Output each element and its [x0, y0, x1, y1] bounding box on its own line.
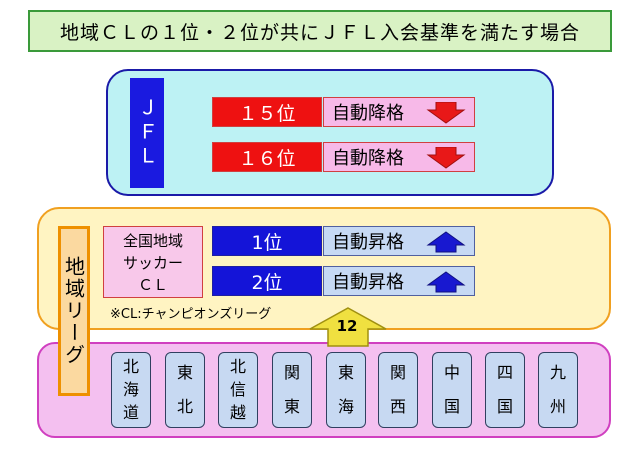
advancement-count: 12: [336, 317, 358, 335]
league-hokkaido: 北 海 道: [111, 352, 151, 428]
cl-rank-2: 2位: [212, 266, 322, 296]
league-char: 九: [549, 363, 566, 382]
jfl-action-relegation-2: 自動降格: [323, 142, 475, 172]
league-char: 州: [549, 397, 566, 416]
league-char: 国: [496, 397, 513, 416]
league-char: 西: [389, 397, 406, 416]
league-char: 東: [337, 363, 354, 382]
league-tokai: 東 海: [326, 352, 366, 428]
regional-league-label: 地域リーグ: [58, 226, 90, 396]
league-char: 海: [122, 379, 139, 399]
page-title: 地域ＣＬの１位・２位が共にＪＦＬ入会基準を満たす場合: [28, 10, 612, 52]
relegation-label: 自動降格: [332, 148, 404, 169]
cl-footnote: ※CL:チャンピオンズリーグ: [110, 307, 272, 322]
cl-action-promotion-2: 自動昇格: [323, 266, 475, 296]
league-kyushu: 九 州: [538, 352, 578, 428]
league-kanto: 関 東: [272, 352, 312, 428]
promotion-label: 自動昇格: [332, 232, 404, 253]
national-cl-box: 全国地域 サッカー ＣＬ: [103, 226, 203, 298]
league-tohoku: 東 北: [165, 352, 205, 428]
jfl-action-relegation-1: 自動降格: [323, 97, 475, 127]
league-char: 北: [122, 357, 139, 377]
league-char: 関: [283, 363, 300, 382]
league-char: 国: [443, 397, 460, 416]
league-char: 道: [122, 402, 139, 422]
league-shikoku: 四 国: [485, 352, 525, 428]
advancement-up-arrow-icon: [309, 307, 387, 347]
jfl-panel: [106, 69, 554, 196]
cl-box-line-1: 全国地域: [122, 232, 183, 250]
league-chugoku: 中 国: [432, 352, 472, 428]
league-char: 中: [443, 363, 460, 382]
up-arrow-icon: [426, 231, 466, 253]
cl-rank-1: 1位: [212, 226, 322, 256]
down-arrow-icon: [426, 147, 466, 169]
league-char: 四: [496, 363, 513, 382]
league-char: 関: [389, 363, 406, 382]
league-char: 北: [176, 397, 193, 416]
cl-box-line-3: ＣＬ: [137, 276, 168, 294]
league-kansai: 関 西: [378, 352, 418, 428]
jfl-rank-15: １５位: [212, 97, 322, 127]
up-arrow-icon: [426, 271, 466, 293]
promotion-label: 自動昇格: [332, 272, 404, 293]
down-arrow-icon: [426, 102, 466, 124]
league-char: 信: [229, 379, 246, 399]
league-char: 東: [176, 363, 193, 382]
league-char: 北: [229, 357, 246, 377]
jfl-rank-16: １６位: [212, 142, 322, 172]
league-char: 東: [283, 397, 300, 416]
cl-box-line-2: サッカー: [122, 254, 183, 272]
league-char: 海: [337, 397, 354, 416]
jfl-label: ＪＦＬ: [130, 78, 164, 188]
league-hokushinetsu: 北 信 越: [218, 352, 258, 428]
relegation-label: 自動降格: [332, 103, 404, 124]
league-char: 越: [229, 402, 246, 422]
cl-action-promotion-1: 自動昇格: [323, 226, 475, 256]
